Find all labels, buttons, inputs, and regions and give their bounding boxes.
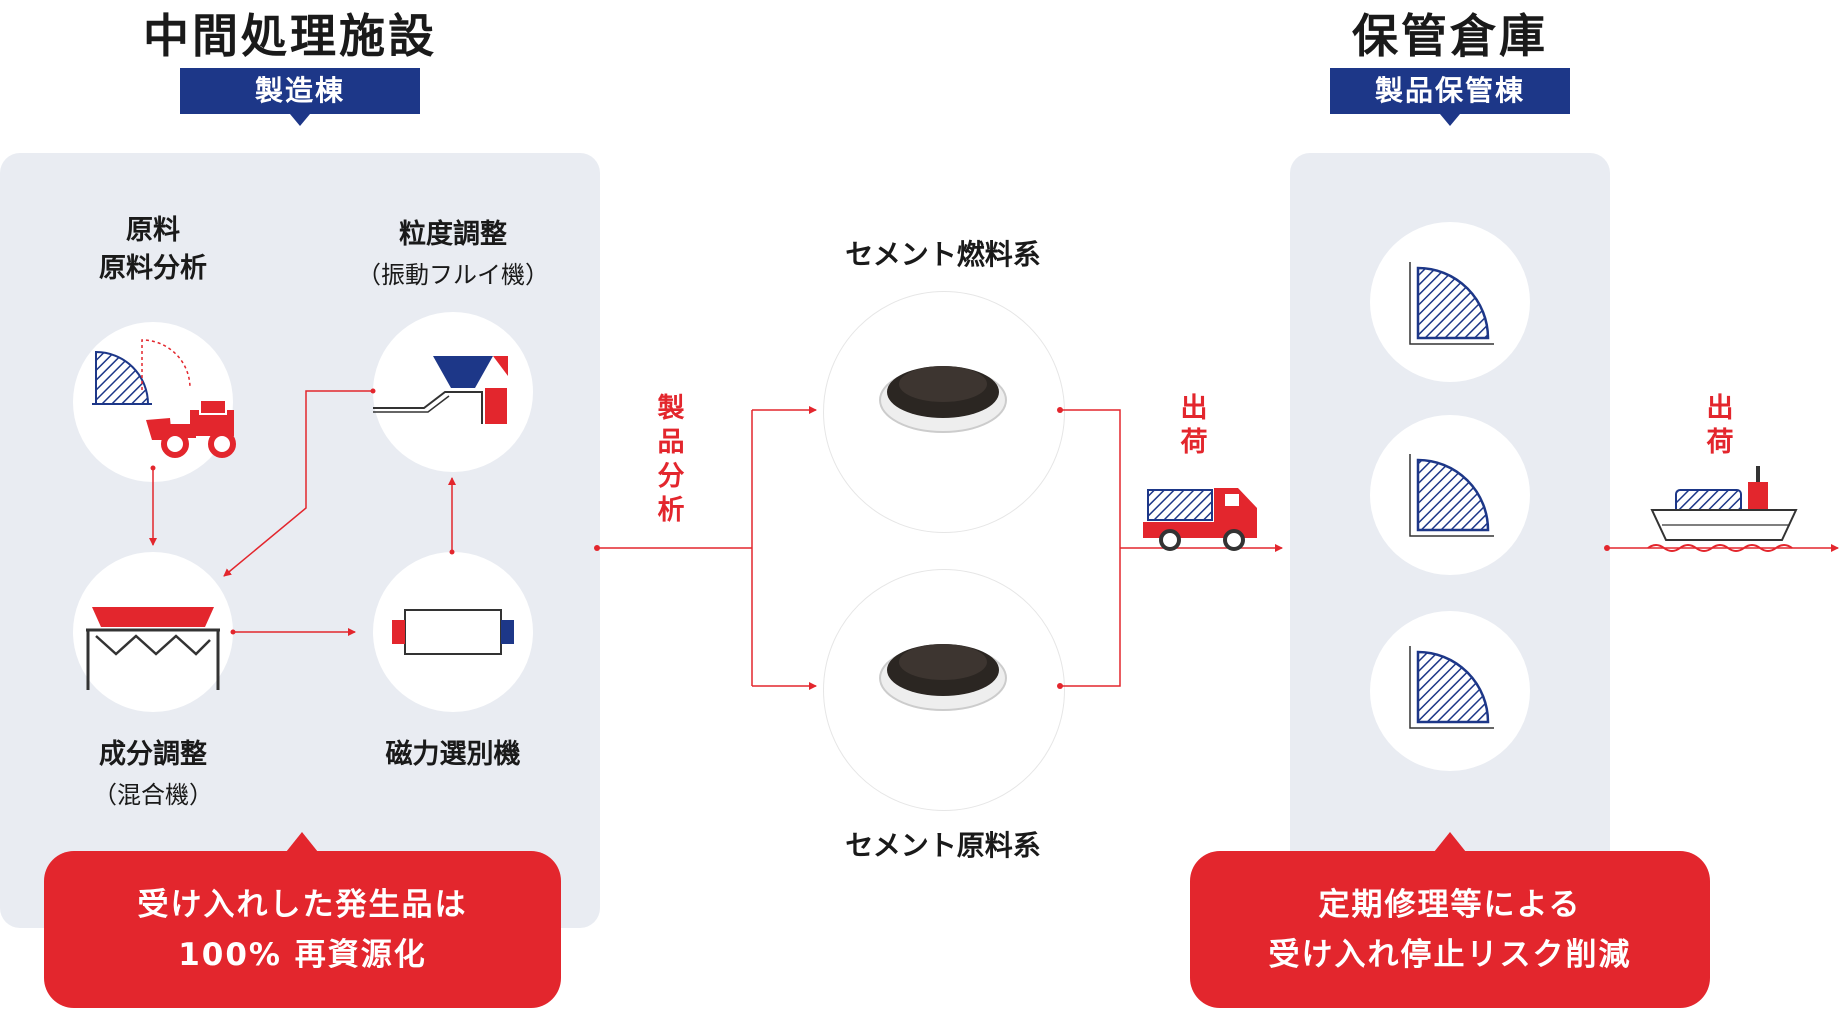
raw-material-label: 原料 原料分析	[53, 212, 253, 288]
processing-callout-pointer	[286, 832, 318, 852]
processing-tag: 製造棟	[180, 68, 420, 114]
grain-size-label: 粒度調整	[399, 219, 507, 250]
processing-title: 中間処理施設	[143, 9, 437, 63]
processing-callout-line2: 100% 再資源化	[178, 936, 427, 973]
magnet-circle	[373, 552, 533, 712]
processing-tag-pointer	[290, 114, 310, 126]
processing-callout: 受け入れした発生品は 100% 再資源化	[44, 851, 561, 1008]
mix-sublabel: （混合機）	[93, 781, 213, 809]
fuel-product-circle	[823, 291, 1065, 533]
raw-product-label: セメント原料系	[845, 829, 1041, 862]
raw-material-line1: 原料	[126, 215, 180, 246]
processing-callout-line1: 受け入れした発生品は	[137, 886, 468, 923]
truck-icon	[1143, 488, 1257, 551]
raw-material-line2: 原料分析	[99, 253, 207, 284]
grain-size-circle	[373, 312, 533, 472]
grain-size-sublabel: （振動フルイ機）	[357, 261, 549, 289]
raw-product-circle	[823, 569, 1065, 811]
storage-circle-3	[1370, 611, 1530, 771]
warehouse-callout: 定期修理等による 受け入れ停止リスク削減	[1190, 851, 1710, 1008]
storage-circle-1	[1370, 222, 1530, 382]
magnet-label: 磁力選別機	[385, 739, 521, 770]
warehouse-tag: 製品保管棟	[1330, 68, 1570, 114]
ship-icon	[1647, 466, 1798, 552]
warehouse-callout-line2: 受け入れ停止リスク削減	[1268, 936, 1632, 973]
warehouse-tag-pointer	[1440, 114, 1460, 126]
fuel-product-label: セメント燃料系	[845, 238, 1041, 271]
storage-circle-2	[1370, 415, 1530, 575]
product-analysis-label: 製品分析	[657, 393, 685, 526]
warehouse-callout-pointer	[1434, 832, 1466, 852]
warehouse-title: 保管倉庫	[1352, 9, 1548, 63]
warehouse-callout-line1: 定期修理等による	[1318, 886, 1582, 923]
shipping-label-2: 出荷	[1706, 393, 1734, 458]
mix-label: 成分調整	[99, 739, 207, 770]
shipping-label-1: 出荷	[1180, 393, 1208, 458]
raw-material-circle	[73, 322, 233, 482]
mixer-circle	[73, 552, 233, 712]
main-flow-lines	[597, 406, 1839, 690]
